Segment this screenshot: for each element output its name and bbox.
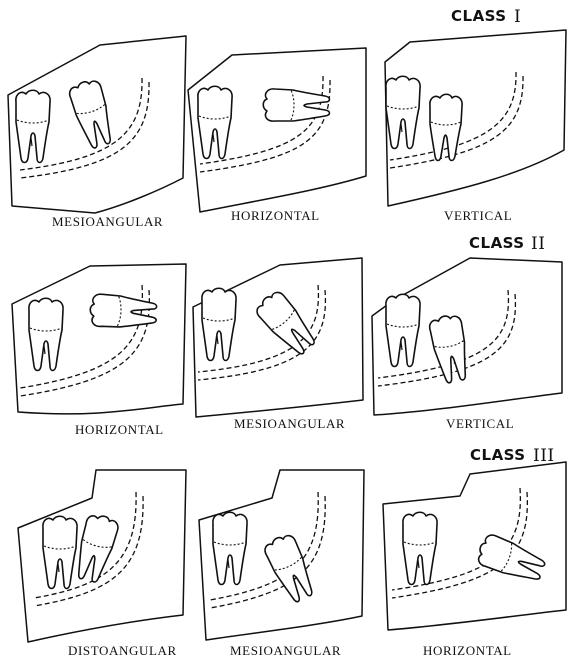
panel-class2-horizontal [12, 264, 186, 414]
panel-class2-vertical [372, 258, 562, 415]
panel-class1-horizontal [188, 48, 366, 212]
panel-class2-mesioangular [193, 258, 363, 417]
caption-class3-distoangular: DISTOANGULAR [68, 643, 177, 658]
class-2-numeral: II [531, 234, 545, 254]
class-2-label: CLASS [469, 234, 525, 252]
caption-class3-mesioangular: MESIOANGULAR [230, 643, 341, 658]
panel-class1-mesioangular [8, 36, 186, 213]
class-1-heading: CLASS I [451, 7, 521, 27]
caption-class1-vertical: VERTICAL [444, 208, 512, 223]
panel-class3-mesioangular [199, 470, 364, 640]
caption-class2-vertical: VERTICAL [446, 416, 514, 431]
class-1-label: CLASS [451, 7, 507, 25]
panel-class3-distoangular [18, 470, 186, 642]
panel-class1-vertical [385, 30, 566, 206]
class-1-numeral: I [514, 7, 521, 27]
caption-class3-horizontal: HORIZONTAL [423, 643, 512, 658]
caption-class2-mesioangular: MESIOANGULAR [234, 416, 345, 431]
caption-class2-horizontal: HORIZONTAL [75, 422, 164, 437]
caption-class1-mesioangular: MESIOANGULAR [52, 214, 163, 229]
class-3-numeral: III [533, 446, 555, 466]
panel-class3-horizontal [383, 462, 566, 630]
class-2-heading: CLASS II [469, 234, 545, 254]
class-3-heading: CLASS III [470, 446, 555, 466]
caption-class1-horizontal: HORIZONTAL [231, 208, 320, 223]
class-3-label: CLASS [470, 446, 526, 464]
